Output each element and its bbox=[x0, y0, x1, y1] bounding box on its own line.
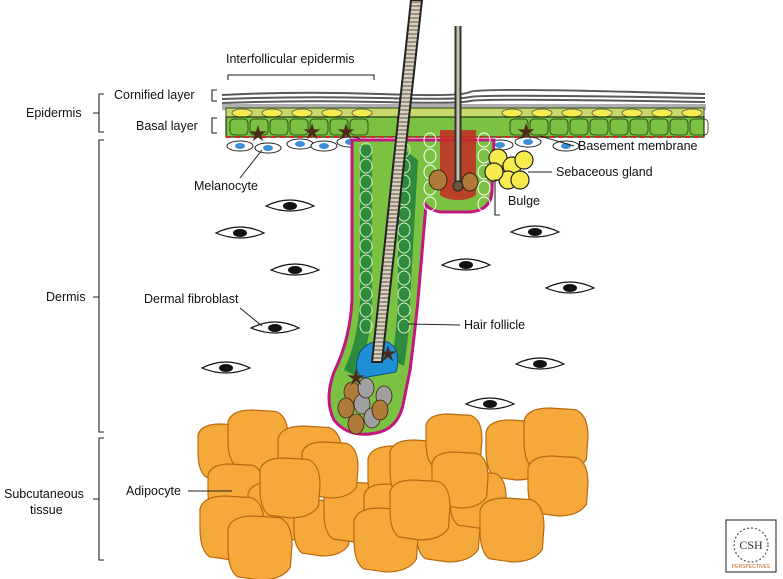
fibroblast-nucleus bbox=[563, 284, 577, 292]
adipocyte-cell bbox=[259, 457, 321, 519]
label-sebaceous-gland: Sebaceous gland bbox=[556, 165, 653, 179]
sebocyte bbox=[484, 162, 504, 182]
label-hair-follicle: Hair follicle bbox=[464, 318, 525, 332]
adipocyte-cell bbox=[523, 407, 589, 473]
label-bulge: Bulge bbox=[508, 194, 540, 208]
label-basement-membrane: Basement membrane bbox=[578, 139, 698, 153]
fibroblast-nucleus bbox=[219, 364, 233, 372]
dermal-fibroblasts bbox=[200, 199, 596, 410]
label-cornified-layer: Cornified layer bbox=[114, 88, 195, 102]
bulge-bracket bbox=[494, 179, 500, 216]
logo-subtext: PERSPECTIVES bbox=[732, 564, 771, 570]
label-subcutaneous-line1: Subcutaneous bbox=[4, 487, 84, 501]
melanocyte-cell bbox=[347, 369, 365, 386]
melanocyte-cell bbox=[379, 345, 397, 362]
label-subcutaneous-line2: tissue bbox=[30, 503, 63, 517]
melanocyte-cell bbox=[517, 123, 535, 140]
basal-bracket bbox=[211, 117, 217, 134]
annotation-lines bbox=[93, 74, 575, 561]
fibroblast-nucleus bbox=[533, 360, 547, 368]
adipocyte-cell bbox=[389, 479, 451, 541]
interfollicular-bracket bbox=[227, 74, 375, 80]
hair-shafts bbox=[370, 0, 464, 363]
adipocyte-cell bbox=[479, 497, 545, 563]
subcutaneous-adipocytes bbox=[197, 407, 589, 579]
label-melanocyte: Melanocyte bbox=[194, 179, 258, 193]
dermis-bracket bbox=[98, 139, 104, 433]
fibroblast-nucleus bbox=[459, 261, 473, 269]
fibroblast-nucleus bbox=[288, 266, 302, 274]
epidermal-melanocytes bbox=[249, 123, 535, 142]
cornified-bracket bbox=[211, 89, 217, 102]
epidermis-tissue bbox=[221, 88, 709, 154]
label-dermal-fibroblast: Dermal fibroblast bbox=[144, 292, 239, 306]
sebaceous-gland-shape bbox=[484, 148, 534, 190]
epidermis-bracket bbox=[98, 93, 104, 133]
logo-text: CSH bbox=[739, 538, 763, 552]
fibroblast-nucleus bbox=[483, 400, 497, 408]
basal-cells bbox=[229, 118, 709, 136]
melanocyte-cell bbox=[249, 125, 267, 142]
cornified-layer-shape bbox=[221, 88, 706, 104]
subcutaneous-bracket bbox=[98, 437, 104, 561]
sebocyte bbox=[510, 170, 530, 190]
fibroblast-nucleus bbox=[528, 228, 542, 236]
dermal-blue-cells bbox=[226, 136, 580, 154]
melanocyte-cell bbox=[337, 123, 355, 140]
label-epidermis: Epidermis bbox=[26, 106, 82, 120]
csh-perspectives-logo: CSH PERSPECTIVES bbox=[725, 519, 777, 573]
label-dermis: Dermis bbox=[46, 290, 86, 304]
fibroblast-nucleus bbox=[268, 324, 282, 332]
label-adipocyte: Adipocyte bbox=[126, 484, 181, 498]
sebocyte bbox=[514, 150, 534, 170]
fibroblast-nucleus bbox=[283, 202, 297, 210]
melanocyte-cell bbox=[303, 123, 321, 140]
fibroblast-nucleus bbox=[233, 229, 247, 237]
label-interfollicular-epidermis: Interfollicular epidermis bbox=[226, 52, 355, 66]
label-basal-layer: Basal layer bbox=[136, 119, 198, 133]
hair-follicle-shape bbox=[327, 130, 496, 436]
cornified-gray-band bbox=[222, 104, 706, 110]
adipocyte-cell bbox=[227, 515, 293, 579]
